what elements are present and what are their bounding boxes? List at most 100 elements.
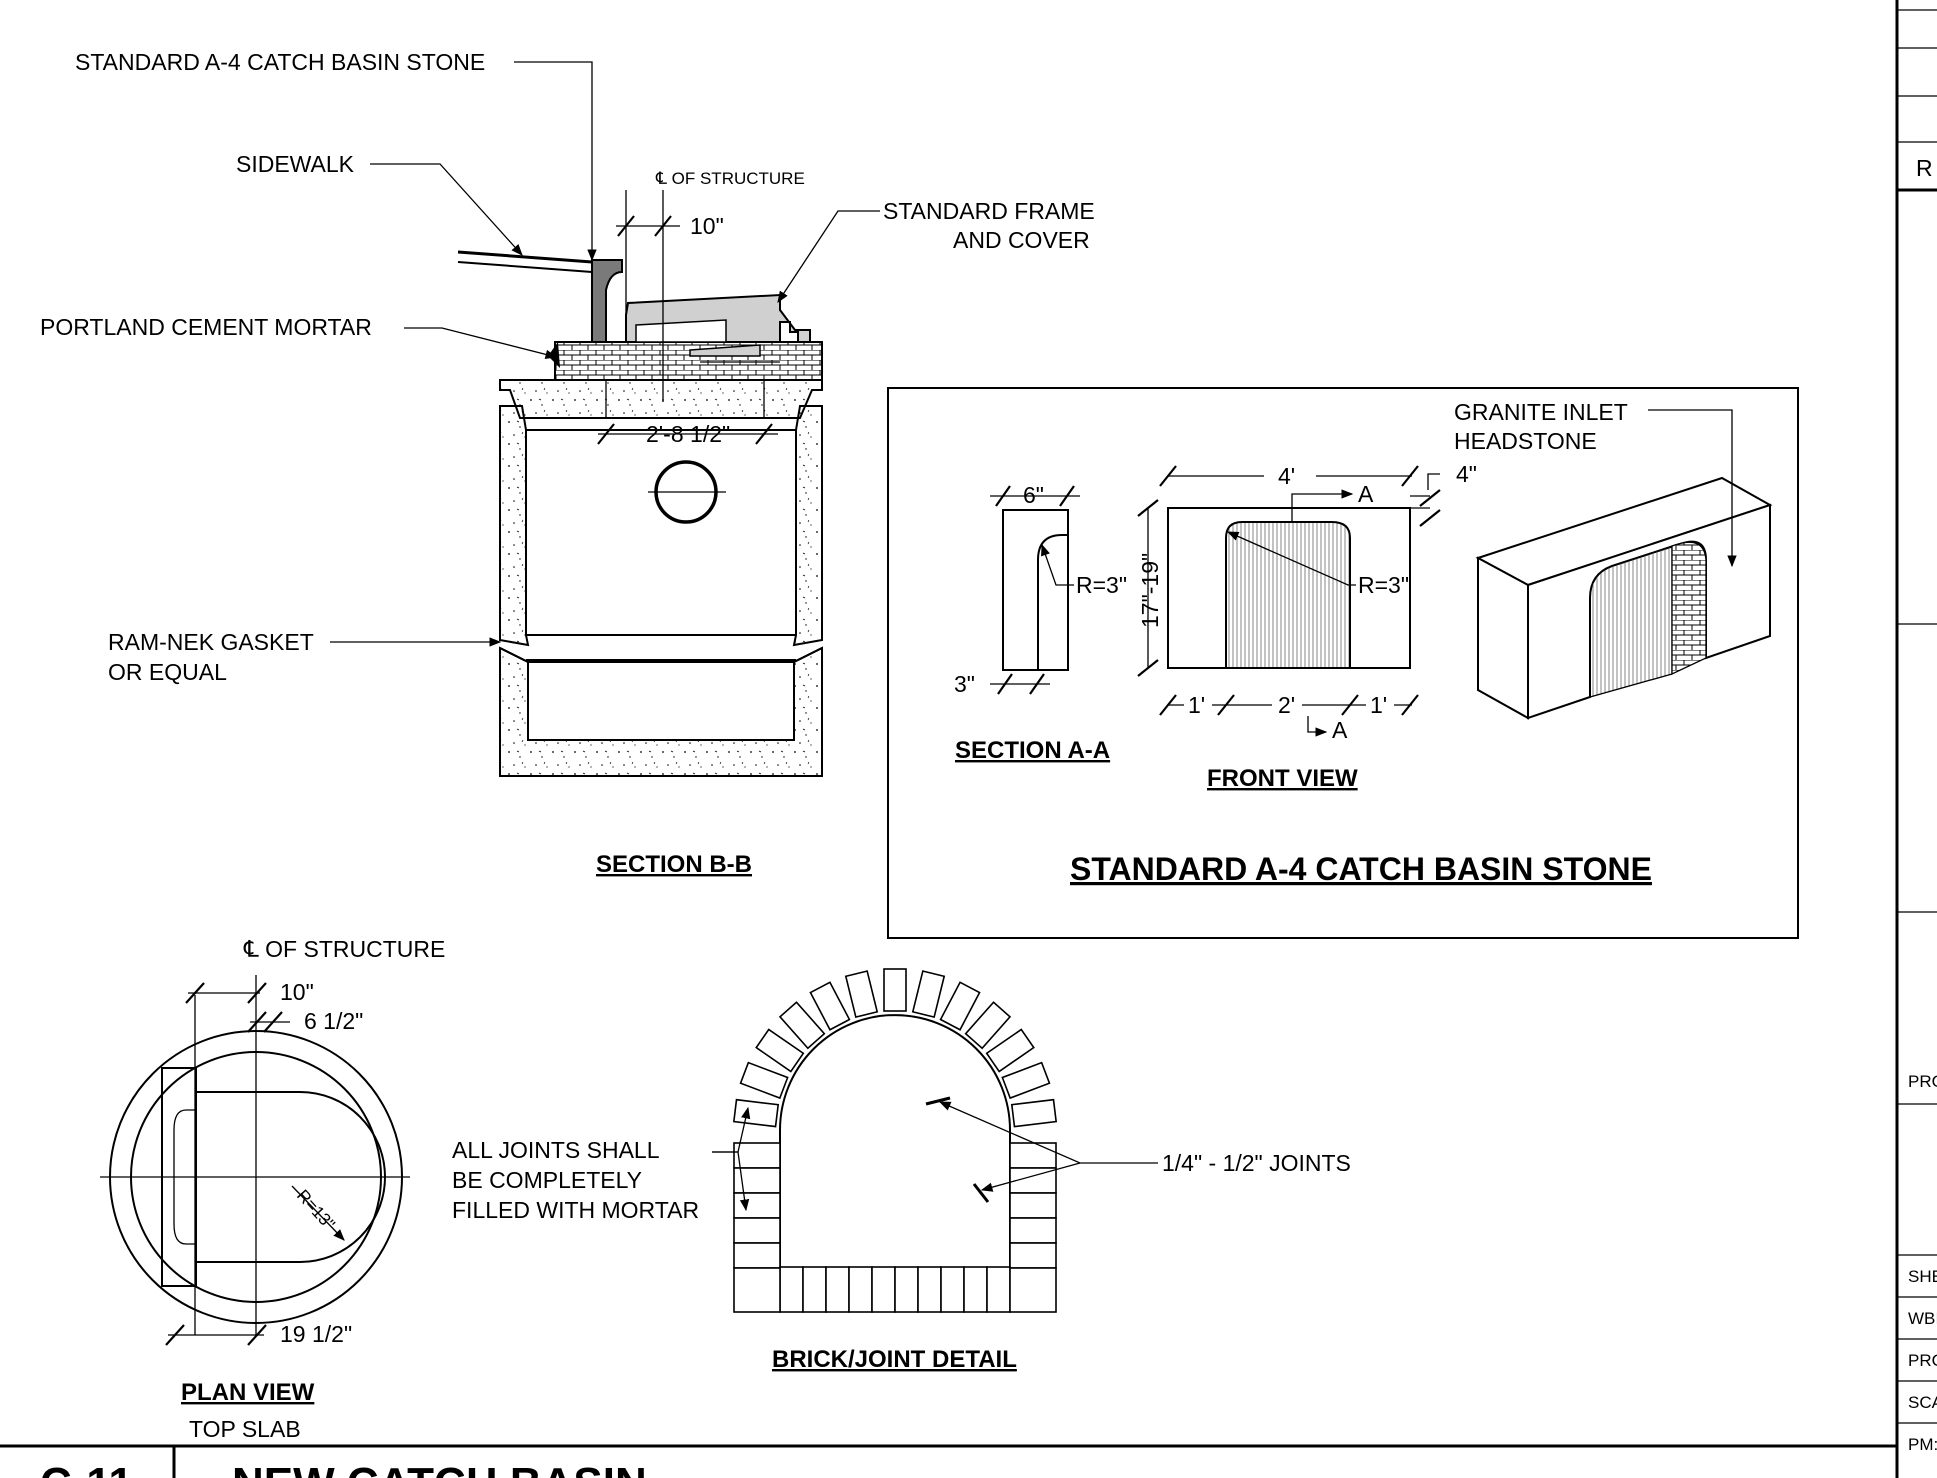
side-brick-left [733,1192,781,1219]
front-view-title: FRONT VIEW [1207,765,1358,792]
floor-brick [848,1266,873,1313]
callout-sidewalk: SIDEWALK [236,151,355,177]
brick-courses [554,341,823,381]
floor-bricks [733,1266,1057,1313]
arch-bricks [732,968,1058,1128]
dim-width: 4' [1278,463,1295,489]
pipe-opening [648,460,726,524]
plan-title: PLAN VIEW [181,1379,315,1406]
corner-brick-left [733,1267,781,1313]
section-a-a: 6" 3" R=3" SECTION A-A [954,482,1127,764]
headstone-label-1: GRANITE INLET [1454,399,1628,425]
side-brick-right [1009,1242,1057,1269]
tb-field-scale: SCA [1908,1393,1937,1412]
cut-mark-top: A [1358,481,1374,507]
arch-brick-shape [1001,1061,1051,1100]
floor-brick [894,1266,919,1313]
arch-brick [985,1028,1035,1073]
arch-brick [1001,1061,1051,1100]
arch-brick-shape [985,1028,1035,1073]
arch-brick [844,970,879,1019]
tb-field-pro: PRO [1908,1351,1937,1370]
callout-gasket-2: OR EQUAL [108,659,227,685]
arch-brick-shape [732,1098,780,1128]
arch-brick-shape [883,968,907,1012]
plan-subtitle: TOP SLAB [189,1416,301,1442]
floor-brick [940,1266,965,1313]
arch-brick [883,968,907,1012]
callout-frame-2: AND COVER [953,227,1090,253]
arch-brick [964,1001,1012,1050]
arch-brick [939,981,981,1031]
dim-left: 1' [1188,692,1205,718]
plan-dim-c: 19 1/2" [280,1321,352,1347]
side-brick-right [1009,1142,1057,1169]
arch-brick [755,1028,805,1073]
arch-brick-shape [1010,1098,1058,1128]
arch-brick-shape [809,981,851,1031]
stone-detail-box: 6" 3" R=3" SECTION A-A 4' 17"-19" [887,387,1799,939]
arch-brick-shape [939,981,981,1031]
brick-note-3: FILLED WITH MORTAR [452,1197,699,1223]
dim-opening-label: 2'-8 1/2" [646,421,730,447]
dim-height: 17"-19" [1137,553,1163,628]
dim-section-base: 3" [954,671,975,697]
callout-mortar: PORTLAND CEMENT MORTAR [40,314,372,340]
brick-title: BRICK/JOINT DETAIL [772,1346,1017,1373]
plan-view: R=13" 10" 6 1/2" 19 1/2" ℄ OF STRUCTURE … [100,936,445,1442]
floor-brick [802,1266,827,1313]
side-bricks [733,1142,1057,1269]
callout-gasket-1: RAM-NEK GASKET [108,629,314,655]
tb-field-sheet: SHE [1908,1267,1937,1286]
plan-dim-a: 10" [280,979,314,1005]
side-brick-right [1009,1192,1057,1219]
arch-brick-shape [911,970,946,1019]
floor-brick [986,1266,1011,1313]
plan-centerline-label: ℄ OF STRUCTURE [243,936,445,962]
arch-brick [809,981,851,1031]
sidewalk-shape [457,250,593,273]
arch-brick [732,1098,780,1128]
floor-brick [779,1266,804,1313]
section-a-title: SECTION A-A [955,737,1110,764]
arch-brick-shape [778,1001,826,1050]
cut-mark-bottom: A [1332,717,1348,743]
plan-dim-b: 6 1/2" [304,1008,363,1034]
callout-frame-1: STANDARD FRAME [883,198,1095,224]
dim-mid: 2' [1278,692,1295,718]
headstone-isometric: GRANITE INLET HEADSTONE [1454,399,1773,720]
tb-field-pm: PM: [1908,1435,1937,1454]
arch-brick [739,1061,789,1100]
dim-offset: 10" [616,213,724,239]
stone-detail-title: STANDARD A-4 CATCH BASIN STONE [1070,851,1652,887]
base-section-shape [499,646,823,777]
rev-letter: R [1916,155,1933,181]
callout-centerline: ℄ OF STRUCTURE [655,169,805,188]
headstone-label-2: HEADSTONE [1454,428,1597,454]
brick-note-1: ALL JOINTS SHALL [452,1137,660,1163]
bottom-strip: C-11 NEW CATCH BASIN [0,1444,1897,1478]
floor-brick [917,1266,942,1313]
side-brick-left [733,1242,781,1269]
arch-brick [911,970,946,1019]
brick-note-2: BE COMPLETELY [452,1167,642,1193]
floor-brick [825,1266,850,1313]
tb-field-project: PRO [1908,1072,1937,1091]
floor-brick [963,1266,988,1313]
top-slab-shape [499,379,823,419]
sheet-name: NEW CATCH BASIN [232,1459,647,1478]
section-b-title: SECTION B-B [596,851,752,878]
front-view: 4' 17"-19" 1' 2' 1' 4" A A [1137,461,1477,792]
section-b-b: 10" 2'-8 1/2" STANDARD A-4 CATCH BASIN S… [40,49,1095,878]
arch-brick [1010,1098,1058,1128]
callout-stone: STANDARD A-4 CATCH BASIN STONE [75,49,485,75]
dim-front-radius: R=3" [1358,572,1409,598]
side-brick-right [1009,1217,1057,1244]
brick-joints-label: 1/4" - 1/2" JOINTS [1162,1150,1351,1176]
corner-brick-right [1009,1267,1057,1313]
dim-offset-label: 10" [690,213,724,239]
side-brick-left [733,1217,781,1244]
arch-brick [778,1001,826,1050]
dim-section-width: 6" [1023,482,1044,508]
arch-brick-shape [755,1028,805,1073]
